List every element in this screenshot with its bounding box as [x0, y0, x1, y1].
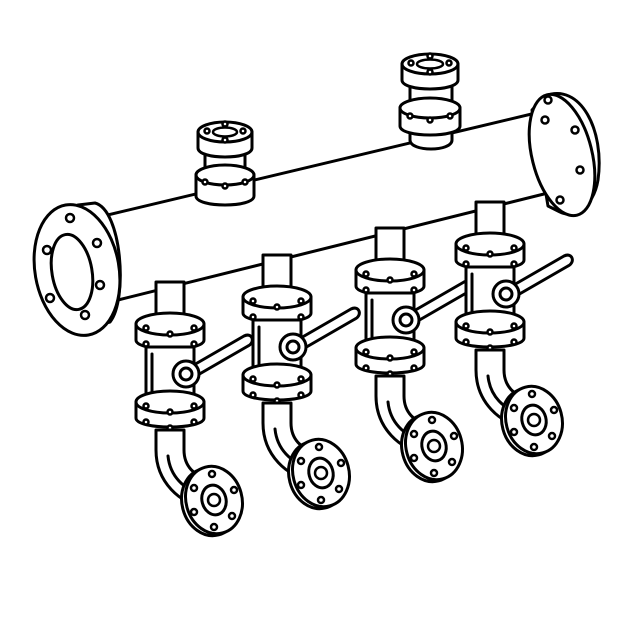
- outlet-branch-3: [354, 226, 474, 484]
- top-port-right: [398, 52, 462, 151]
- left-end-flange: [32, 201, 122, 337]
- outlet-branches: [134, 200, 574, 538]
- right-end-flange: [527, 92, 601, 218]
- top-port-left: [194, 120, 256, 207]
- outlet-branch-2: [241, 253, 361, 511]
- outlet-branch-4: [454, 200, 574, 458]
- outlet-branch-1: [134, 280, 254, 538]
